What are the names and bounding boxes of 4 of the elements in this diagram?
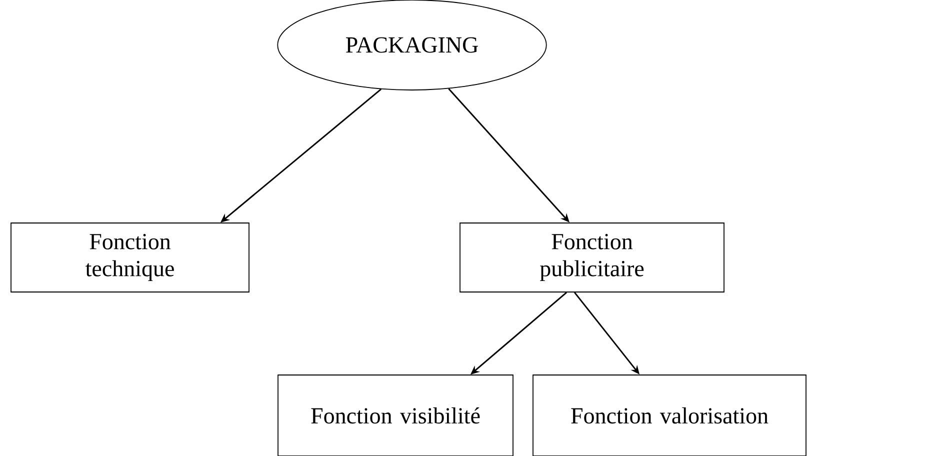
- function-box: Fonction valorisation: [532, 374, 806, 456]
- function-box: Fonction visibilité: [278, 374, 514, 456]
- function-box: Fonction technique: [10, 222, 250, 292]
- function-box: Fonction publicitaire: [460, 222, 724, 292]
